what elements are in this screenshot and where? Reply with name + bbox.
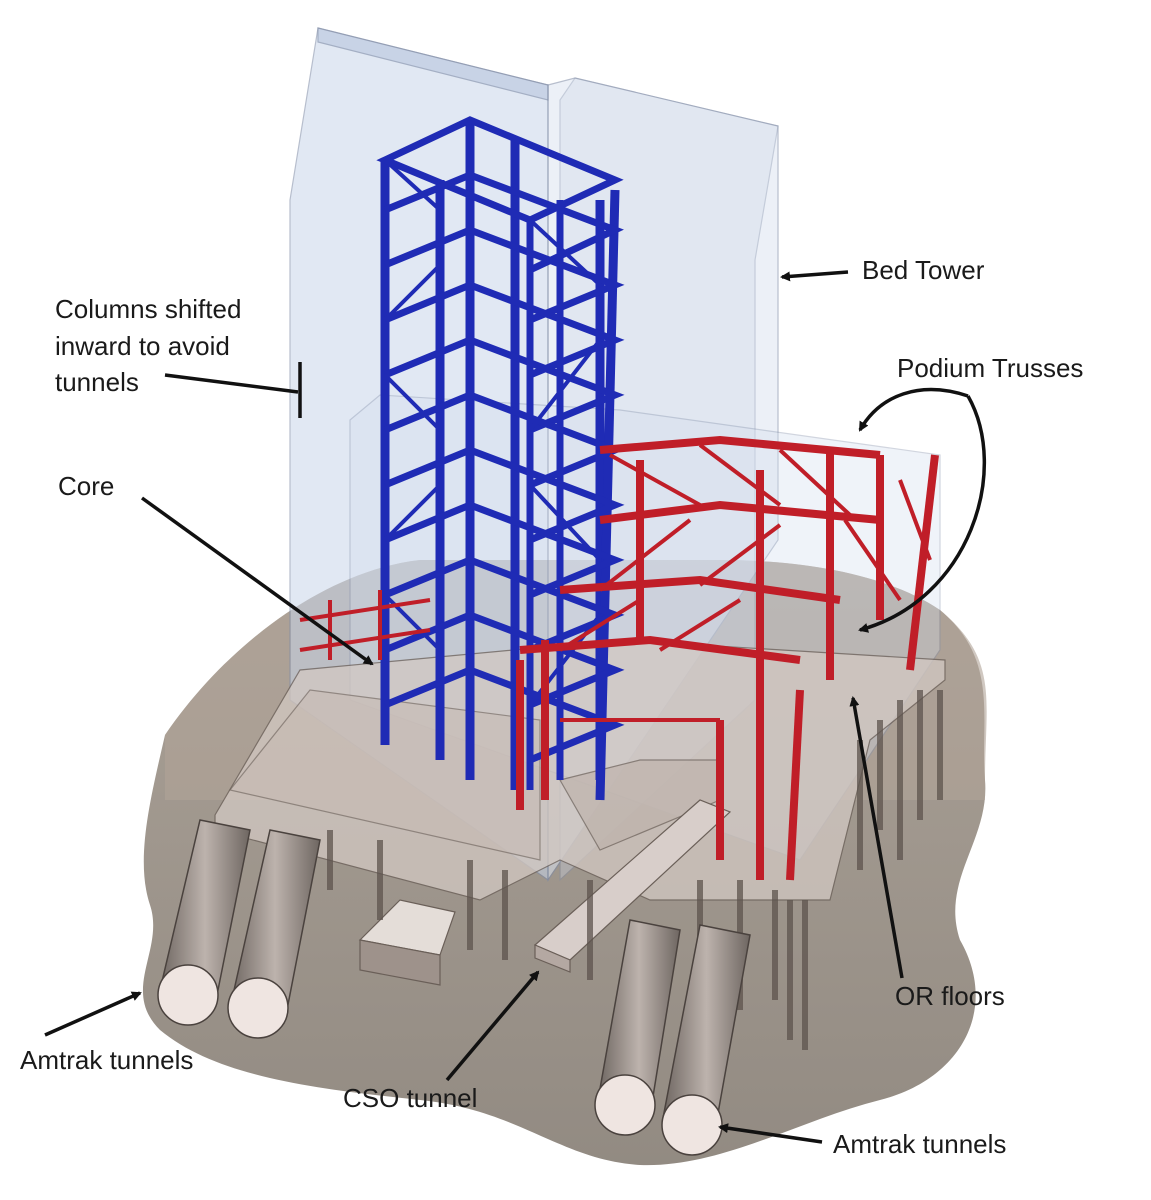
core-label: Core	[58, 471, 115, 501]
podium-arrow-left	[858, 387, 969, 432]
amtrak-left-arrow	[44, 991, 142, 1037]
amtrak-tunnels-left	[157, 819, 321, 1039]
or-floors-arrow	[849, 696, 904, 979]
columns-leader	[164, 373, 299, 394]
core-arrow	[140, 496, 374, 666]
amtrak-tunnels-left-label: Amtrak tunnels	[20, 1045, 194, 1075]
amtrak-tunnels-right	[594, 919, 751, 1156]
cso-tunnel-label: CSO tunnel	[343, 1083, 478, 1113]
podium-trusses	[299, 435, 939, 881]
leader-lines	[44, 270, 987, 1144]
bed-tower-arrow	[780, 270, 849, 282]
columns-label-line2: inward to avoid	[55, 331, 230, 361]
amtrak-tunnels-right-label: Amtrak tunnels	[833, 1129, 1007, 1159]
podium-arrow-right	[858, 395, 987, 633]
columns-label-line1: Columns shifted	[55, 294, 242, 324]
podium-trusses-label: Podium Trusses	[897, 353, 1084, 383]
or-floors-label: OR floors	[895, 981, 1005, 1011]
bed-tower-label: Bed Tower	[862, 255, 985, 285]
cso-tunnel-arrow	[445, 970, 540, 1082]
columns-label-line3: tunnels	[55, 367, 139, 397]
amtrak-right-arrow	[718, 1123, 823, 1144]
